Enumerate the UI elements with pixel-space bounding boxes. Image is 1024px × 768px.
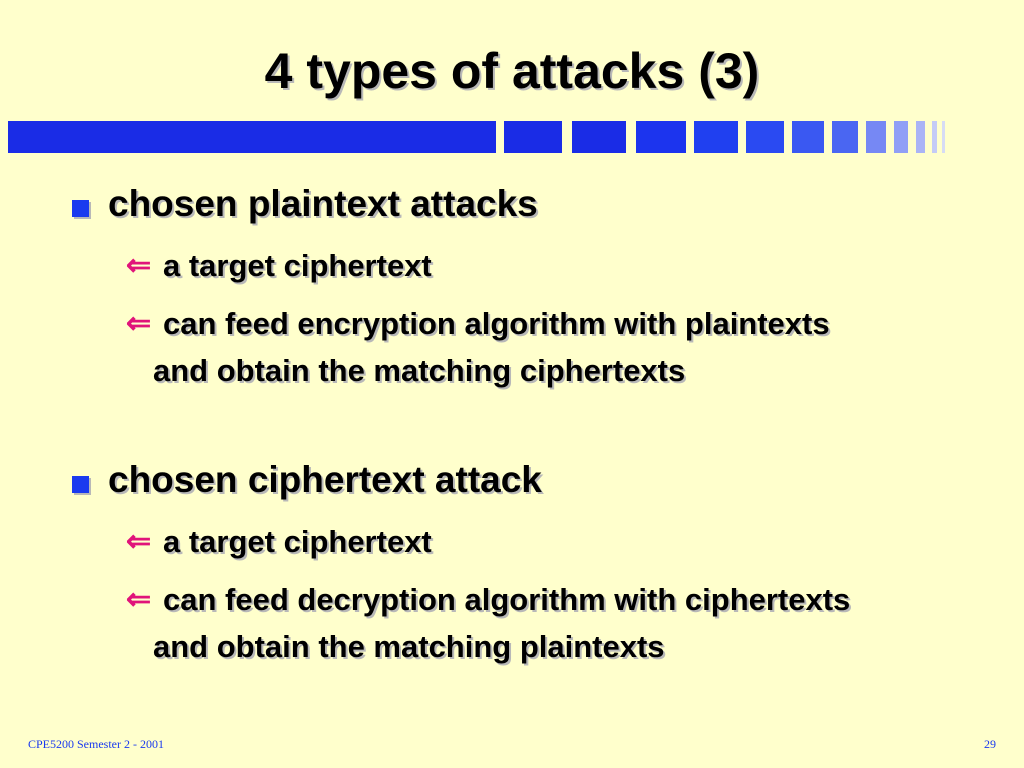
- bar-segment: [832, 121, 858, 153]
- sub-bullet-label: can feed decryption algorithm with ciphe…: [153, 582, 851, 664]
- footer-course: CPE5200 Semester 2 - 2001: [28, 737, 164, 751]
- bullet-heading: chosen plaintext attacks: [108, 183, 538, 224]
- sub-bullet-text: a target ciphertext: [153, 518, 873, 565]
- bar-segment: [504, 121, 562, 153]
- sub-bullet-label: a target ciphertext: [163, 248, 432, 283]
- sub-bullet-text: a target ciphertext: [153, 242, 873, 289]
- arrow-left-bullet-icon: ⇐: [126, 525, 152, 558]
- bullet-heading: chosen ciphertext attack: [108, 459, 542, 500]
- square-bullet-icon: [72, 476, 89, 493]
- bar-segment: [8, 121, 496, 153]
- square-bullet-icon: [72, 200, 89, 217]
- bar-segment: [866, 121, 886, 153]
- bar-segment: [746, 121, 784, 153]
- sub-bullet-label: a target ciphertext: [163, 524, 432, 559]
- sub-bullet-label: can feed encryption algorithm with plain…: [153, 306, 830, 388]
- bar-segment: [916, 121, 925, 153]
- bar-segment: [792, 121, 824, 153]
- bar-segment: [894, 121, 908, 153]
- slide-title: 4 types of attacks (3): [264, 43, 760, 99]
- arrow-left-bullet-icon: ⇐: [126, 583, 152, 616]
- bar-segment: [636, 121, 686, 153]
- arrow-left-bullet-icon: ⇐: [126, 249, 152, 282]
- footer-page-number: 29: [984, 737, 996, 751]
- arrow-left-bullet-icon: ⇐: [126, 307, 152, 340]
- sub-bullet-text: can feed encryption algorithm with plain…: [153, 300, 833, 394]
- bar-segment: [572, 121, 626, 153]
- bar-segment: [932, 121, 937, 153]
- sub-bullet-text: can feed decryption algorithm with ciphe…: [153, 576, 853, 670]
- bar-segment: [694, 121, 738, 153]
- bar-segment: [942, 121, 945, 153]
